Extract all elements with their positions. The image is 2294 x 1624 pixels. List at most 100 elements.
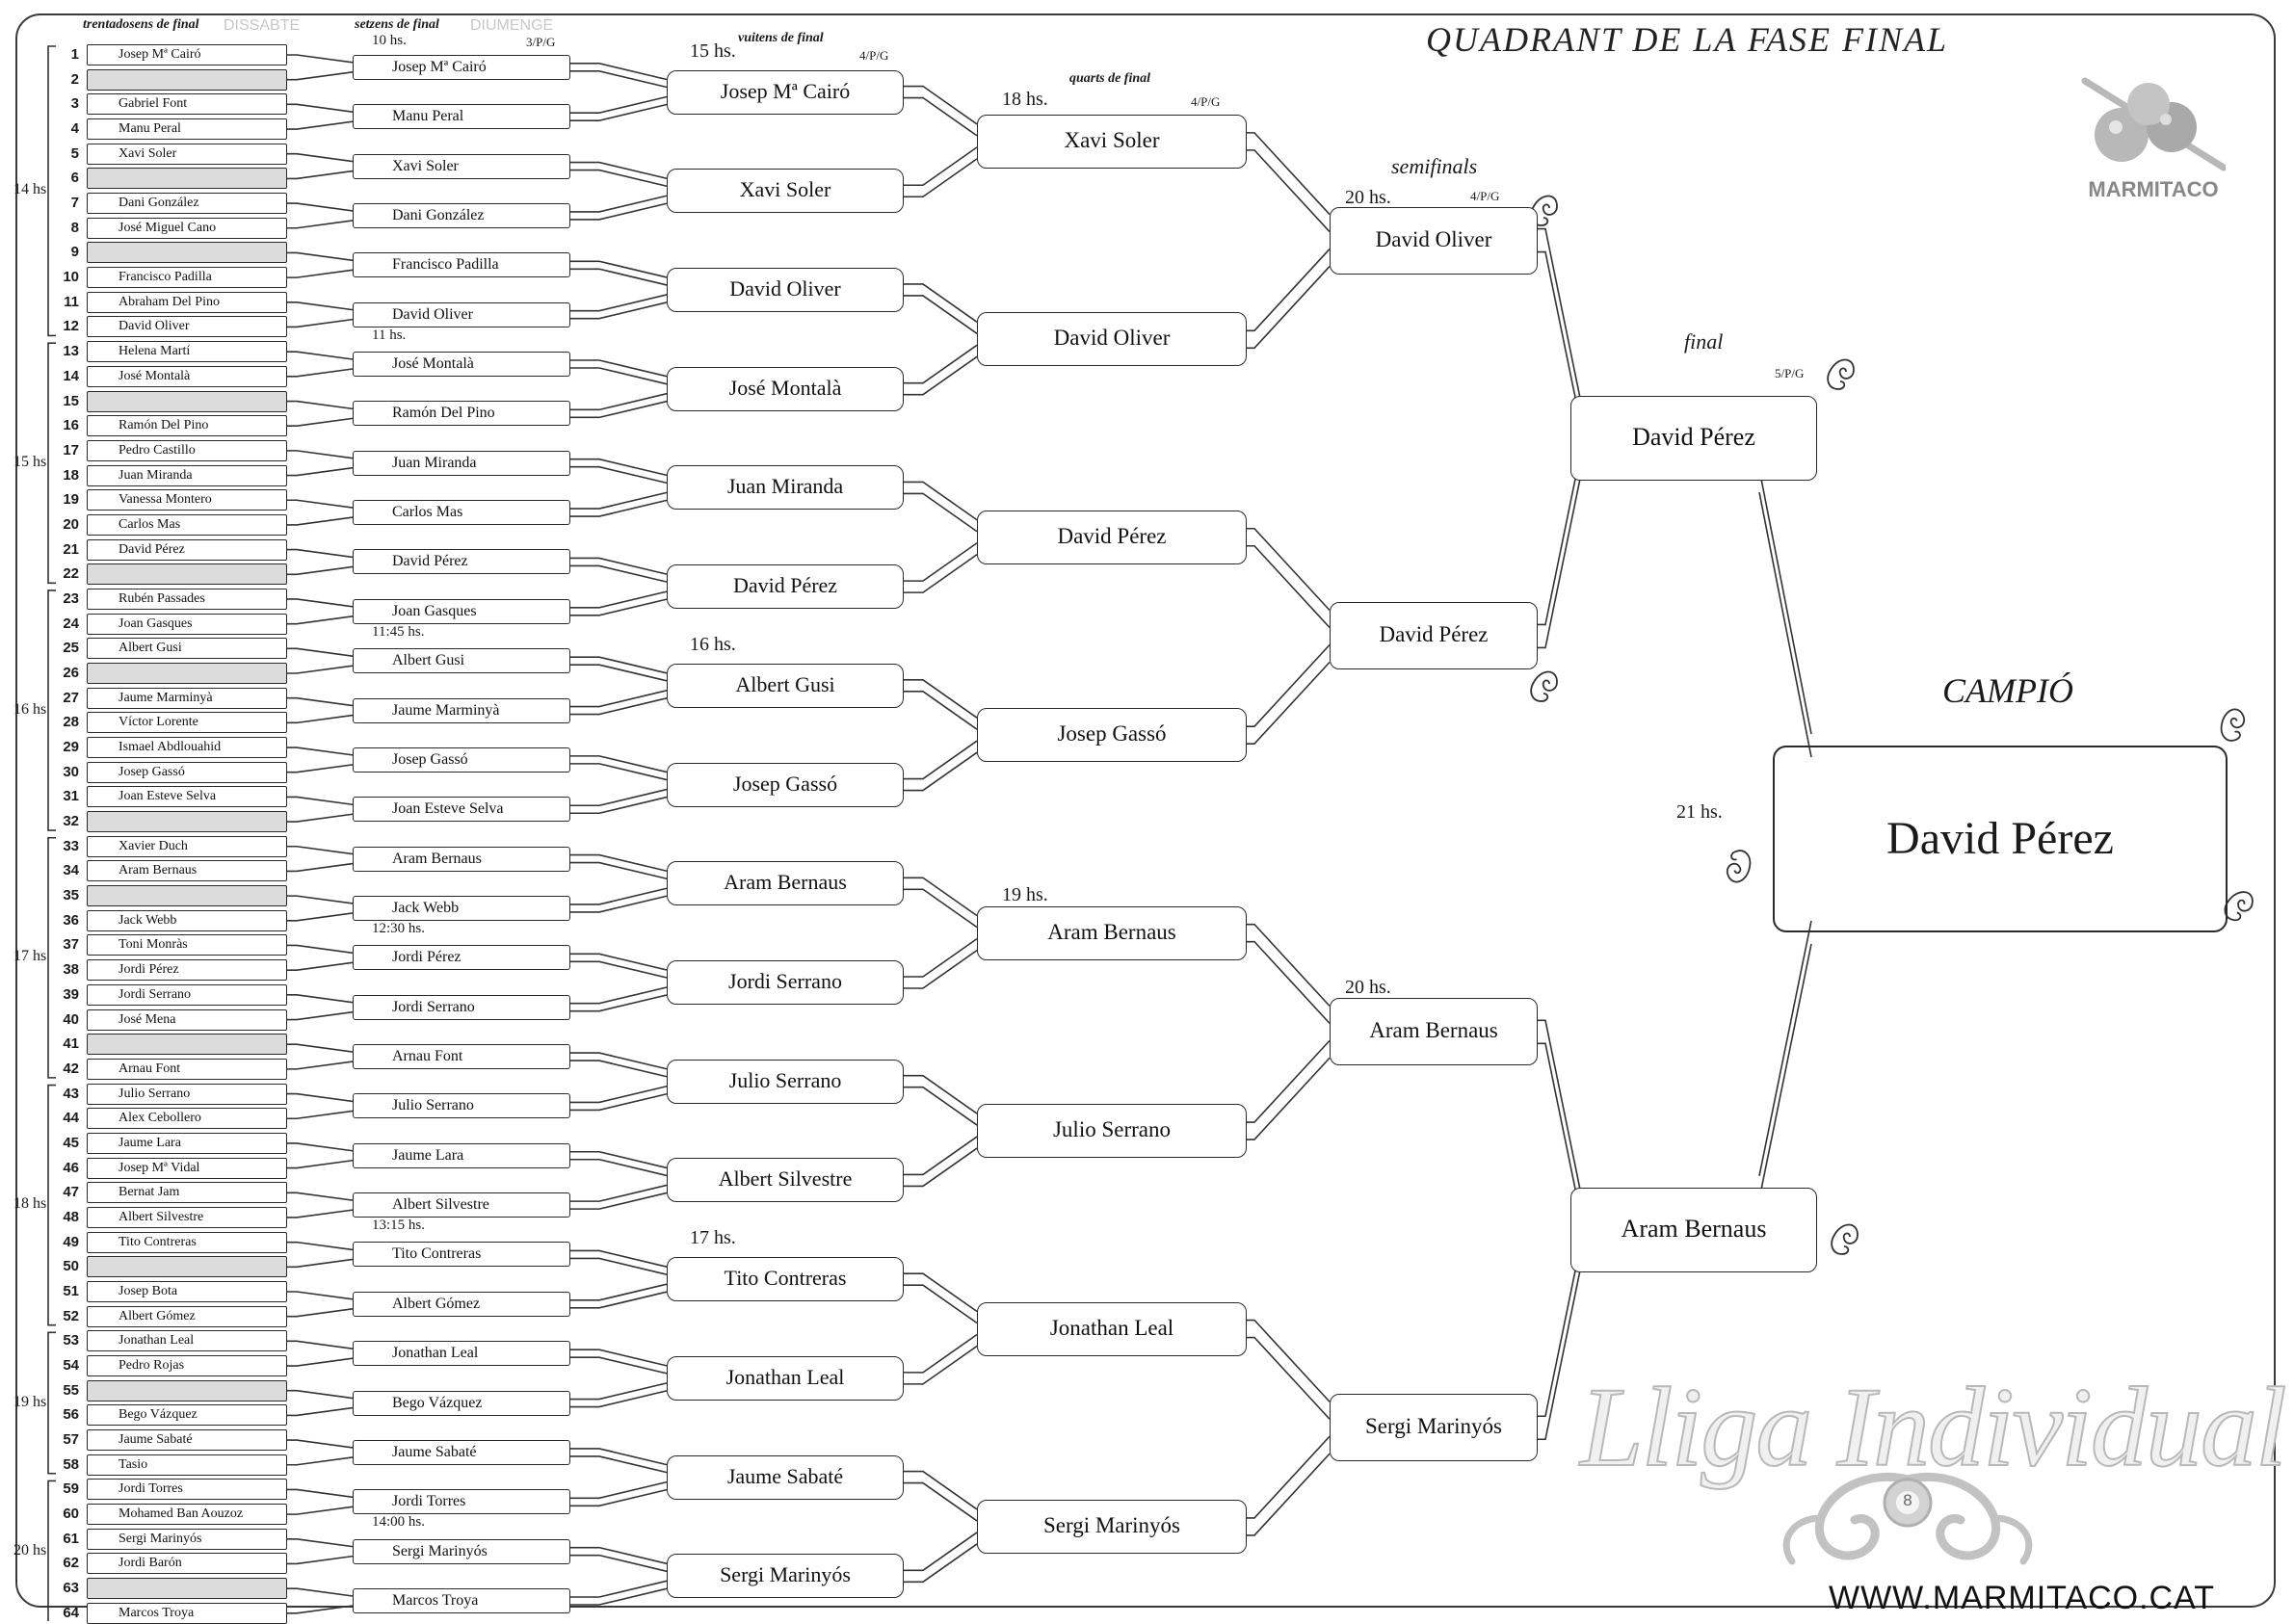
r8-player-8: Josep Gassó bbox=[667, 762, 904, 807]
time-r8-2: 16 hs. bbox=[690, 634, 736, 655]
r8-link-15-b bbox=[904, 1481, 978, 1522]
group-time-6: 19 hs bbox=[13, 1393, 47, 1410]
r8-link-6-b bbox=[904, 554, 978, 593]
r16-link-17-a bbox=[570, 853, 668, 873]
r16-player-32: Marcos Troya bbox=[353, 1588, 570, 1613]
r16-link-27-a bbox=[570, 1349, 668, 1367]
r32-link-58 bbox=[287, 1456, 354, 1466]
r32-link-26 bbox=[287, 665, 354, 674]
r16-link-5-b bbox=[570, 268, 668, 286]
r32-link-4 bbox=[287, 120, 354, 130]
r32-player-34: Aram Bernaus bbox=[87, 860, 287, 882]
r32-link-61 bbox=[287, 1538, 354, 1548]
r8-link-4-a bbox=[904, 344, 978, 384]
r32-player-63 bbox=[87, 1578, 287, 1600]
round-label-r32: trentadosens de final bbox=[83, 17, 199, 32]
r32-link-3 bbox=[287, 103, 354, 113]
seed-number-46: 46 bbox=[63, 1159, 79, 1176]
day-label-saturday: DISSABTE bbox=[224, 17, 301, 34]
r8-player-11: Julio Serrano bbox=[667, 1059, 904, 1104]
r32-player-15 bbox=[87, 390, 287, 412]
r16-link-18-a bbox=[570, 887, 668, 905]
r32-player-21: David Pérez bbox=[87, 538, 287, 561]
r32-player-9 bbox=[87, 242, 287, 264]
r32-link-59 bbox=[287, 1488, 354, 1499]
r32-player-3: Gabriel Font bbox=[87, 93, 287, 116]
r32-player-46: Josep Mª Vidal bbox=[87, 1157, 287, 1179]
r16-link-19-b bbox=[570, 960, 668, 979]
r8-link-1-b bbox=[904, 96, 978, 137]
sf-link-4-b bbox=[1538, 1270, 1581, 1441]
qf-link-8-a bbox=[1247, 1435, 1331, 1519]
eight-ball-number: 8 bbox=[1903, 1491, 1912, 1509]
seed-number-9: 9 bbox=[70, 244, 79, 261]
r32-link-29 bbox=[287, 747, 354, 756]
r32-link-20 bbox=[287, 516, 354, 526]
seed-number-41: 41 bbox=[63, 1035, 79, 1053]
r16-player-16: Joan Esteve Selva bbox=[353, 797, 570, 823]
seed-number-30: 30 bbox=[63, 763, 79, 780]
r16-link-16-b bbox=[570, 796, 668, 815]
r8-link-13-a bbox=[904, 1272, 978, 1313]
r32-player-13: Helena Martí bbox=[87, 341, 287, 363]
r8-link-12-a bbox=[904, 1136, 978, 1176]
seed-number-18: 18 bbox=[63, 466, 79, 484]
r32-player-60: Mohamed Ban Aouzoz bbox=[87, 1504, 287, 1526]
time-qf-bottom: 19 hs. bbox=[1002, 884, 1048, 905]
r16-link-22-a bbox=[570, 1085, 668, 1104]
qf-link-4-a bbox=[1247, 643, 1331, 727]
seed-number-5: 5 bbox=[70, 144, 79, 162]
sf-player-4: Sergi Marinyós bbox=[1330, 1394, 1538, 1462]
r16-link-22-b bbox=[570, 1092, 668, 1112]
sf-link-3-a bbox=[1538, 1019, 1581, 1190]
qf-link-5-a bbox=[1247, 923, 1331, 1007]
r16-link-21-a bbox=[570, 1052, 668, 1070]
seed-number-14: 14 bbox=[63, 367, 79, 384]
seed-number-36: 36 bbox=[63, 911, 79, 929]
r8-link-3-b bbox=[904, 295, 978, 334]
seed-number-19: 19 bbox=[63, 491, 79, 509]
r8-player-5: Juan Miranda bbox=[667, 465, 904, 511]
qf-link-4-b bbox=[1247, 661, 1331, 745]
seed-number-17: 17 bbox=[63, 441, 79, 458]
r32-link-62 bbox=[287, 1555, 354, 1565]
watermark-text: Lliga Individual bbox=[1579, 1363, 2288, 1491]
round-label-r8: vuitens de final bbox=[738, 31, 824, 45]
r32-link-38 bbox=[287, 961, 354, 971]
r8-link-5-b bbox=[904, 492, 978, 533]
qf-link-7-a bbox=[1247, 1319, 1331, 1402]
r8-player-14: Jonathan Leal bbox=[667, 1355, 904, 1401]
group-bracket-2 bbox=[47, 342, 56, 585]
r32-player-38: Jordi Pérez bbox=[87, 959, 287, 982]
page-title: QUADRANT DE LA FASE FINAL bbox=[1426, 20, 1949, 59]
final-player-2: Aram Bernaus bbox=[1570, 1187, 1817, 1272]
r16-link-26-b bbox=[570, 1291, 668, 1309]
r16-link-30-b bbox=[570, 1488, 668, 1507]
r32-link-5 bbox=[287, 152, 354, 163]
r32-player-22 bbox=[87, 563, 287, 586]
r32-link-7 bbox=[287, 202, 354, 212]
r32-player-12: David Oliver bbox=[87, 316, 287, 338]
group-time-7: 20 hs bbox=[13, 1541, 47, 1559]
r32-player-11: Abraham Del Pino bbox=[87, 291, 287, 313]
group-time-1: 14 hs bbox=[13, 181, 47, 198]
r16-link-24-a bbox=[570, 1184, 668, 1202]
r32-player-36: Jack Webb bbox=[87, 909, 287, 931]
flourish-icon bbox=[2224, 891, 2254, 922]
seed-number-4: 4 bbox=[70, 120, 79, 138]
r32-link-25 bbox=[287, 647, 354, 657]
r16-link-12-a bbox=[570, 590, 668, 609]
r32-link-13 bbox=[287, 351, 354, 360]
time-r16-4: 12:30 hs. bbox=[372, 921, 426, 936]
r32-link-43 bbox=[287, 1092, 354, 1103]
r32-player-40: José Mena bbox=[87, 1008, 287, 1031]
sf-link-4-a bbox=[1538, 1246, 1581, 1418]
r16-link-20-b bbox=[570, 994, 668, 1012]
r32-link-19 bbox=[287, 499, 354, 509]
time-r16-1: 10 hs. bbox=[372, 33, 407, 48]
r32-player-7: Dani González bbox=[87, 193, 287, 215]
seed-number-8: 8 bbox=[70, 219, 79, 236]
qf-link-1-b bbox=[1247, 149, 1331, 233]
time-qf-top: 18 hs. bbox=[1002, 89, 1048, 110]
seed-number-23: 23 bbox=[63, 589, 79, 607]
